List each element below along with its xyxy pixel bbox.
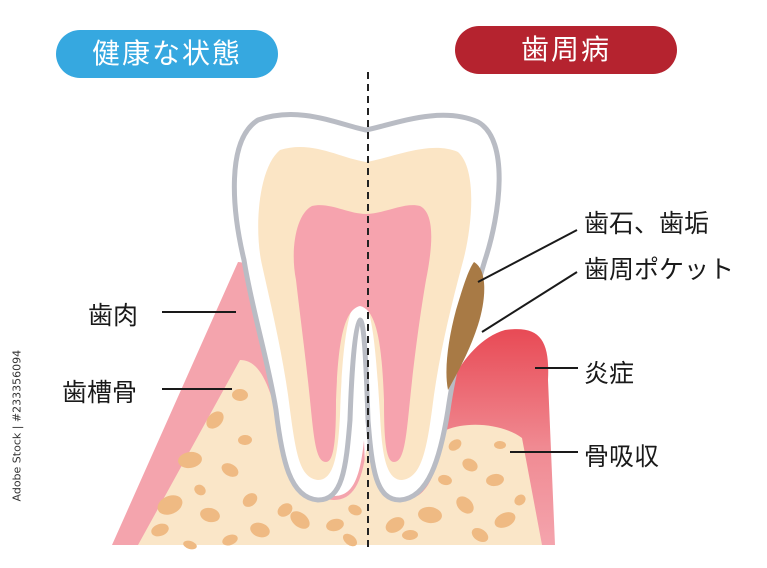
bone-spot <box>250 522 270 538</box>
tooth-pulp <box>293 205 432 463</box>
bone-spot <box>222 534 238 546</box>
stock-credit: Adobe Stock | #233356094 <box>10 349 24 502</box>
bone-spot <box>448 439 462 451</box>
bone-spot <box>183 540 197 550</box>
bone-spots <box>151 388 526 550</box>
bone-spot <box>486 473 504 487</box>
bone-spot <box>418 506 442 524</box>
label-alveolar-bone: 歯槽骨 <box>62 378 138 407</box>
alveolar-bone <box>138 360 542 545</box>
bone-spot <box>221 463 239 477</box>
bone-spot <box>157 495 183 515</box>
bone-spot <box>385 517 405 533</box>
label-inflammation: 炎症 <box>584 359 635 388</box>
bone-spot <box>462 458 478 472</box>
bone-spot <box>326 518 344 532</box>
bone-spot <box>438 474 452 486</box>
bone-spot <box>206 411 224 429</box>
bone-spot <box>232 388 248 402</box>
bone-spot <box>471 527 489 543</box>
bone-spot <box>178 451 202 469</box>
bone-spot <box>151 523 169 537</box>
label-tartar: 歯石、歯垢 <box>584 209 710 238</box>
bone-spot <box>238 434 252 446</box>
bone-spot <box>290 511 310 529</box>
bone-spot <box>194 484 206 496</box>
bone-spot <box>402 529 418 541</box>
label-gum: 歯肉 <box>88 301 139 330</box>
periodontal-disease-badge: 歯周病 <box>455 26 677 74</box>
bone-spot <box>456 496 474 514</box>
bone-spot <box>494 512 516 528</box>
label-pocket: 歯周ポケット <box>584 255 735 284</box>
label-bone-resorption: 骨吸収 <box>584 442 660 471</box>
leader-tartar <box>477 229 578 283</box>
bone-spot <box>348 504 362 516</box>
healthy-state-badge: 健康な状態 <box>56 30 278 78</box>
leader-pocket <box>481 271 578 333</box>
bone-spot <box>514 494 526 506</box>
tartar-deposit <box>446 262 485 390</box>
bone-spot <box>342 533 358 547</box>
bone-spot <box>277 503 293 517</box>
bone-spot <box>494 440 506 450</box>
bone-spot <box>200 507 220 523</box>
bone-spot <box>242 493 258 507</box>
